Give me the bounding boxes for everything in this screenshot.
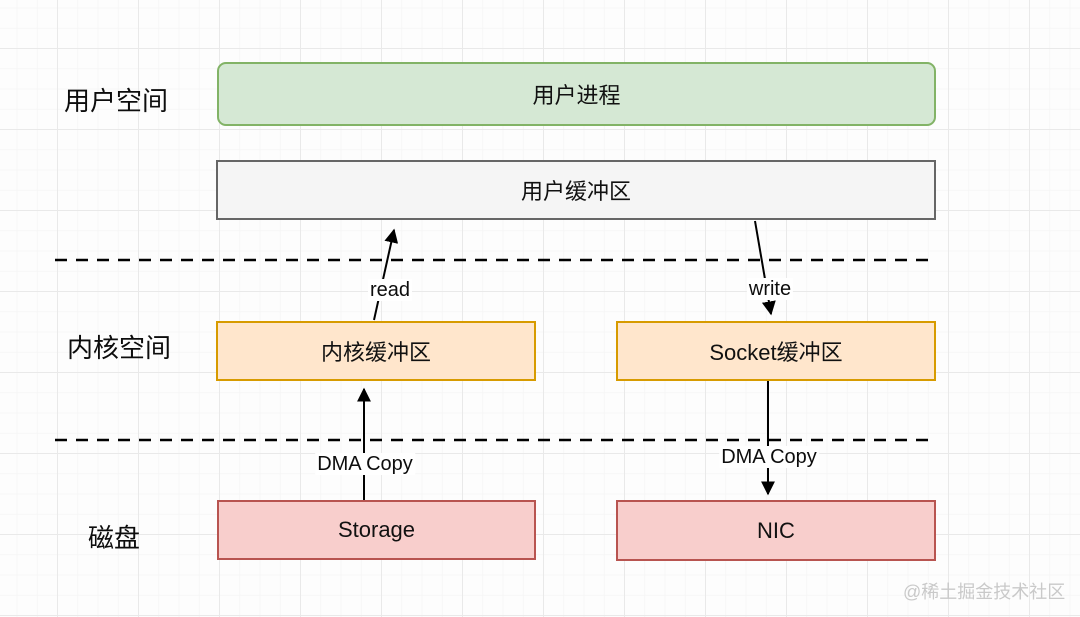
write-arrow-label: write [746,278,794,300]
dma-copy-left-label: DMA Copy [315,453,415,475]
row-label-kernel-space: 内核空间 [67,333,172,363]
box-user-buffer: 用户缓冲区 [216,160,936,220]
box-socket-buffer: Socket缓冲区 [616,321,936,381]
write-arrow [754,220,776,316]
dma-copy-right-label: DMA Copy [719,446,819,468]
juejin-watermark: @稀土掘金技术社区 [903,582,1066,602]
box-storage: Storage [217,500,536,560]
read-arrow-label: read [367,279,413,301]
read-arrow [373,228,399,321]
box-kernel-buffer: 内核缓冲区 [216,321,536,381]
box-user-process: 用户进程 [217,62,936,126]
box-nic: NIC [616,500,936,561]
row-label-user-space: 用户空间 [64,86,169,116]
row-label-disk: 磁盘 [88,523,141,553]
